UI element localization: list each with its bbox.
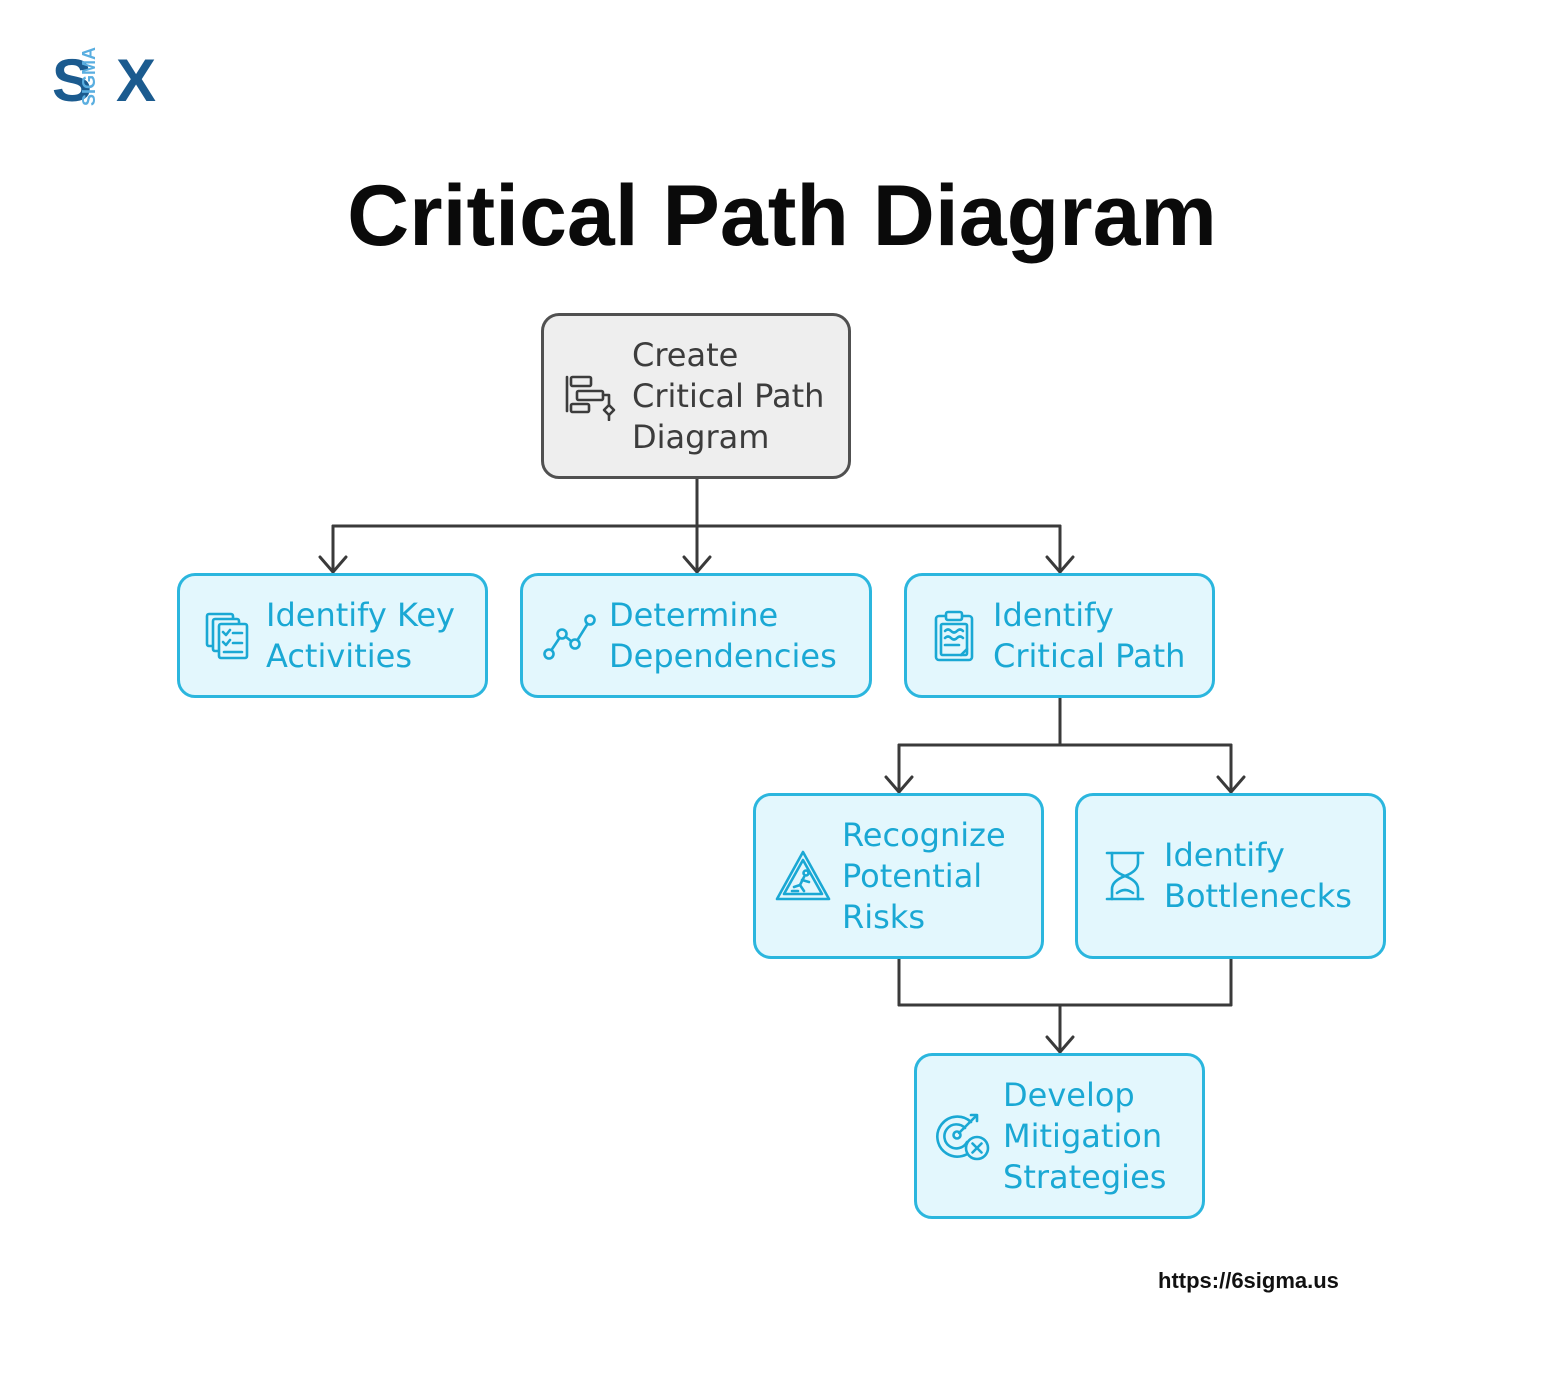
- arrowhead-risks: [884, 775, 914, 794]
- node-recognize-potential-risks: Recognize Potential Risks: [753, 793, 1044, 959]
- arrowhead-bottlenecks: [1216, 775, 1246, 794]
- arrowhead-critical-path: [1045, 555, 1075, 574]
- node-label: Create Critical Path Diagram: [632, 335, 825, 456]
- logo-letter-s: S: [52, 47, 93, 114]
- node-label: Identify Critical Path: [993, 595, 1186, 675]
- node-determine-dependencies: Determine Dependencies: [520, 573, 872, 698]
- line-graph-icon: [541, 610, 599, 662]
- arrowhead-mitigation: [1045, 1035, 1075, 1054]
- arrowhead-key-activities: [318, 555, 348, 574]
- logo: S SIGMA X: [52, 47, 167, 118]
- checklist-icon: [202, 610, 252, 662]
- node-label: Identify Bottlenecks: [1164, 836, 1352, 915]
- node-label: Recognize Potential Risks: [842, 815, 1006, 936]
- page-title: Critical Path Diagram: [347, 168, 1217, 264]
- node-create-critical-path-diagram: Create Critical Path Diagram: [541, 313, 851, 479]
- node-label: Identify Key Activities: [266, 595, 455, 675]
- arrowhead-dependencies: [682, 555, 712, 574]
- node-label: Determine Dependencies: [609, 595, 837, 675]
- node-label: Develop Mitigation Strategies: [1003, 1075, 1167, 1196]
- node-identify-key-activities: Identify Key Activities: [177, 573, 488, 698]
- hourglass-icon: [1100, 849, 1150, 903]
- gantt-chart-icon: [562, 371, 620, 421]
- target-cross-icon: [935, 1110, 993, 1162]
- node-identify-critical-path: Identify Critical Path: [904, 573, 1215, 698]
- warning-sign-icon: [774, 849, 832, 903]
- footer-url[interactable]: https://6sigma.us: [1158, 1268, 1339, 1293]
- node-develop-mitigation-strategies: Develop Mitigation Strategies: [914, 1053, 1205, 1219]
- logo-letter-x: X: [116, 47, 157, 114]
- clipboard-icon: [929, 609, 979, 663]
- node-identify-bottlenecks: Identify Bottlenecks: [1075, 793, 1386, 959]
